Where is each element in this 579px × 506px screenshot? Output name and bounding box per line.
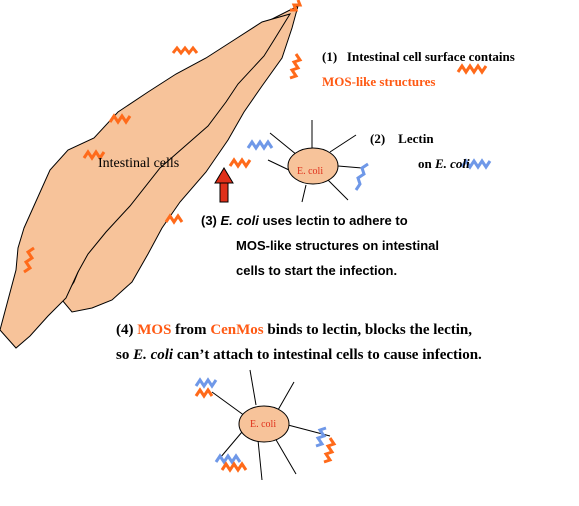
step1-text: Intestinal cell surface contains: [346, 49, 515, 64]
ecoli-upper: [246, 120, 369, 203]
mos-icon: [82, 149, 106, 161]
lectin-legend-icon: [460, 158, 492, 170]
step2-line1: (2) Lectin: [370, 131, 434, 147]
intestinal-cells: [0, 5, 299, 349]
lectin-icon: [194, 377, 218, 389]
step2-word: Lectin: [398, 131, 434, 146]
mos-icon: [171, 45, 199, 56]
mos-icon: [323, 437, 337, 464]
mos-icon: [108, 113, 132, 125]
step1-line1: (1) Intestinal cell surface contains: [322, 49, 515, 65]
step2-organism: E. coli: [434, 156, 470, 171]
step3-organism: E. coli: [220, 213, 259, 228]
step4-line2-rest: can’t attach to intestinal cells to caus…: [176, 347, 482, 363]
lectin-icon: [214, 453, 242, 465]
intestinal-cell-front: [0, 13, 292, 349]
step4-so: so: [116, 347, 130, 363]
step3-number: (3): [201, 213, 217, 228]
step4-organism: E. coli: [133, 347, 174, 363]
intestinal-cells-label: Intestinal cells: [98, 156, 180, 171]
step3-line2: MOS-like structures on intestinal: [236, 238, 439, 253]
ecoli-upper-label: E. coli: [297, 166, 324, 177]
step4-line1: (4) MOS from CenMos binds to lectin, blo…: [116, 322, 472, 339]
mos-icon: [194, 387, 214, 399]
step4-from: from: [175, 322, 207, 338]
mos-legend-icon: [456, 63, 488, 75]
ecoli-lower: [194, 369, 337, 481]
mos-icon: [220, 461, 248, 473]
lectin-icon: [315, 426, 327, 448]
up-arrow-icon: [214, 167, 234, 203]
step4-line2: so E. coli can’t attach to intestinal ce…: [116, 347, 482, 364]
step4-mos: MOS: [137, 322, 172, 338]
step3-line1: (3) E. coli uses lectin to adhere to: [201, 213, 408, 228]
step1-highlight: MOS-like structures: [322, 74, 436, 89]
mos-icon: [23, 246, 35, 274]
step4-line1-rest: binds to lectin, blocks the lectin,: [267, 322, 472, 338]
lectin-icon: [354, 162, 369, 191]
mos-structures-cells: [23, 0, 303, 274]
step2-on: on: [418, 156, 432, 171]
ecoli-lower-label: E. coli: [250, 419, 277, 430]
mos-icon: [290, 0, 303, 12]
step2-number: (2): [370, 131, 386, 146]
mos-icon: [289, 53, 303, 80]
mos-icon: [164, 213, 184, 225]
mos-icon: [228, 157, 252, 169]
step2-line2: on E. coli: [418, 156, 470, 172]
ecoli-body: [287, 147, 339, 185]
step3-line1-rest: uses lectin to adhere to: [262, 213, 408, 228]
step1-number: (1): [322, 49, 338, 64]
lectin-icon: [246, 139, 274, 151]
ecoli-body: [238, 405, 290, 443]
step4-number: (4): [116, 322, 134, 338]
step4-brand: CenMos: [210, 322, 264, 338]
step3-line3: cells to start the infection.: [236, 263, 398, 278]
